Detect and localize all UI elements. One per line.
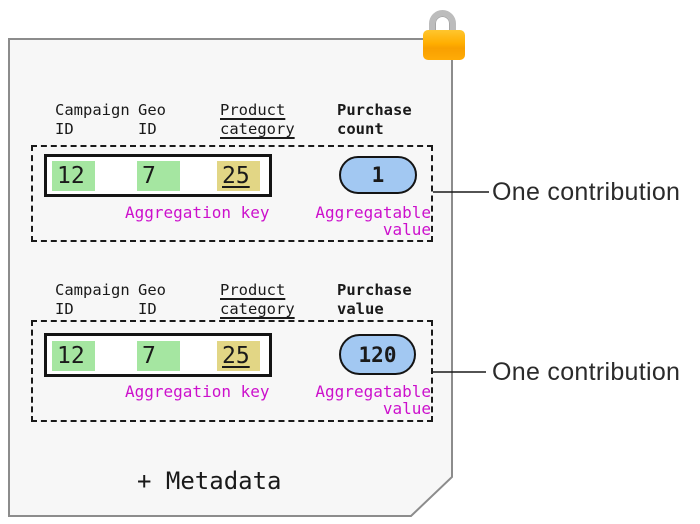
header-line: Product xyxy=(220,281,286,299)
label-line: Aggregatable xyxy=(315,382,431,401)
column-header-purchase-count: Purchase count xyxy=(337,101,412,139)
aggregation-key-label: Aggregation key xyxy=(125,203,270,222)
column-header-geo-id: Geo ID xyxy=(138,281,166,319)
header-line: value xyxy=(337,300,384,318)
header-line: Geo xyxy=(138,281,166,299)
one-contribution-annotation: One contribution xyxy=(492,358,681,386)
pill-value: 1 xyxy=(371,163,385,187)
key-cell-product-category: 25 xyxy=(217,161,260,191)
key-cell-campaign: 12 xyxy=(52,161,95,191)
contribution-boundary xyxy=(31,320,433,422)
key-cell-value: 12 xyxy=(57,162,85,189)
label-line: value xyxy=(382,399,431,418)
pill-value: 120 xyxy=(358,342,397,367)
one-contribution-annotation: One contribution xyxy=(492,178,681,206)
key-cell-geo: 7 xyxy=(137,161,180,191)
column-header-purchase-value: Purchase value xyxy=(337,281,412,319)
aggregatable-value-pill: 120 xyxy=(339,334,416,375)
header-line: Campaign xyxy=(55,101,130,119)
lock-icon xyxy=(429,10,456,37)
aggregatable-value-label: Aggregatable value xyxy=(315,204,431,238)
header-line: count xyxy=(337,120,384,138)
key-cell-value: 12 xyxy=(57,342,85,369)
key-cell-value: 25 xyxy=(222,342,250,369)
header-line: Geo xyxy=(138,101,166,119)
column-header-product-category: Product category xyxy=(220,281,295,319)
column-header-campaign-id: Campaign ID xyxy=(55,281,130,319)
header-line: ID xyxy=(55,120,74,138)
header-line: category xyxy=(220,300,295,318)
aggregatable-value-label: Aggregatable value xyxy=(315,383,431,417)
key-cell-product-category: 25 xyxy=(217,341,260,371)
header-line: category xyxy=(220,120,295,138)
column-header-product-category: Product category xyxy=(220,101,295,139)
aggregation-key-label: Aggregation key xyxy=(125,382,270,401)
header-line: Purchase xyxy=(337,281,412,299)
contribution-boundary xyxy=(31,145,433,242)
header-line: ID xyxy=(55,300,74,318)
header-line: ID xyxy=(138,300,157,318)
label-line: Aggregatable xyxy=(315,203,431,222)
header-line: ID xyxy=(138,120,157,138)
key-cell-value: 7 xyxy=(142,162,156,189)
column-header-geo-id: Geo ID xyxy=(138,101,166,139)
key-cell-campaign: 12 xyxy=(52,341,95,371)
label-line: value xyxy=(382,220,431,239)
key-cell-geo: 7 xyxy=(137,341,180,371)
metadata-label: + Metadata xyxy=(137,467,282,495)
header-line: Purchase xyxy=(337,101,412,119)
lock-icon-body xyxy=(423,30,465,60)
key-cell-value: 25 xyxy=(222,162,250,189)
key-cell-value: 7 xyxy=(142,342,156,369)
header-line: Product xyxy=(220,101,286,119)
header-line: Campaign xyxy=(55,281,130,299)
column-header-campaign-id: Campaign ID xyxy=(55,101,130,139)
aggregatable-value-pill: 1 xyxy=(339,156,417,194)
